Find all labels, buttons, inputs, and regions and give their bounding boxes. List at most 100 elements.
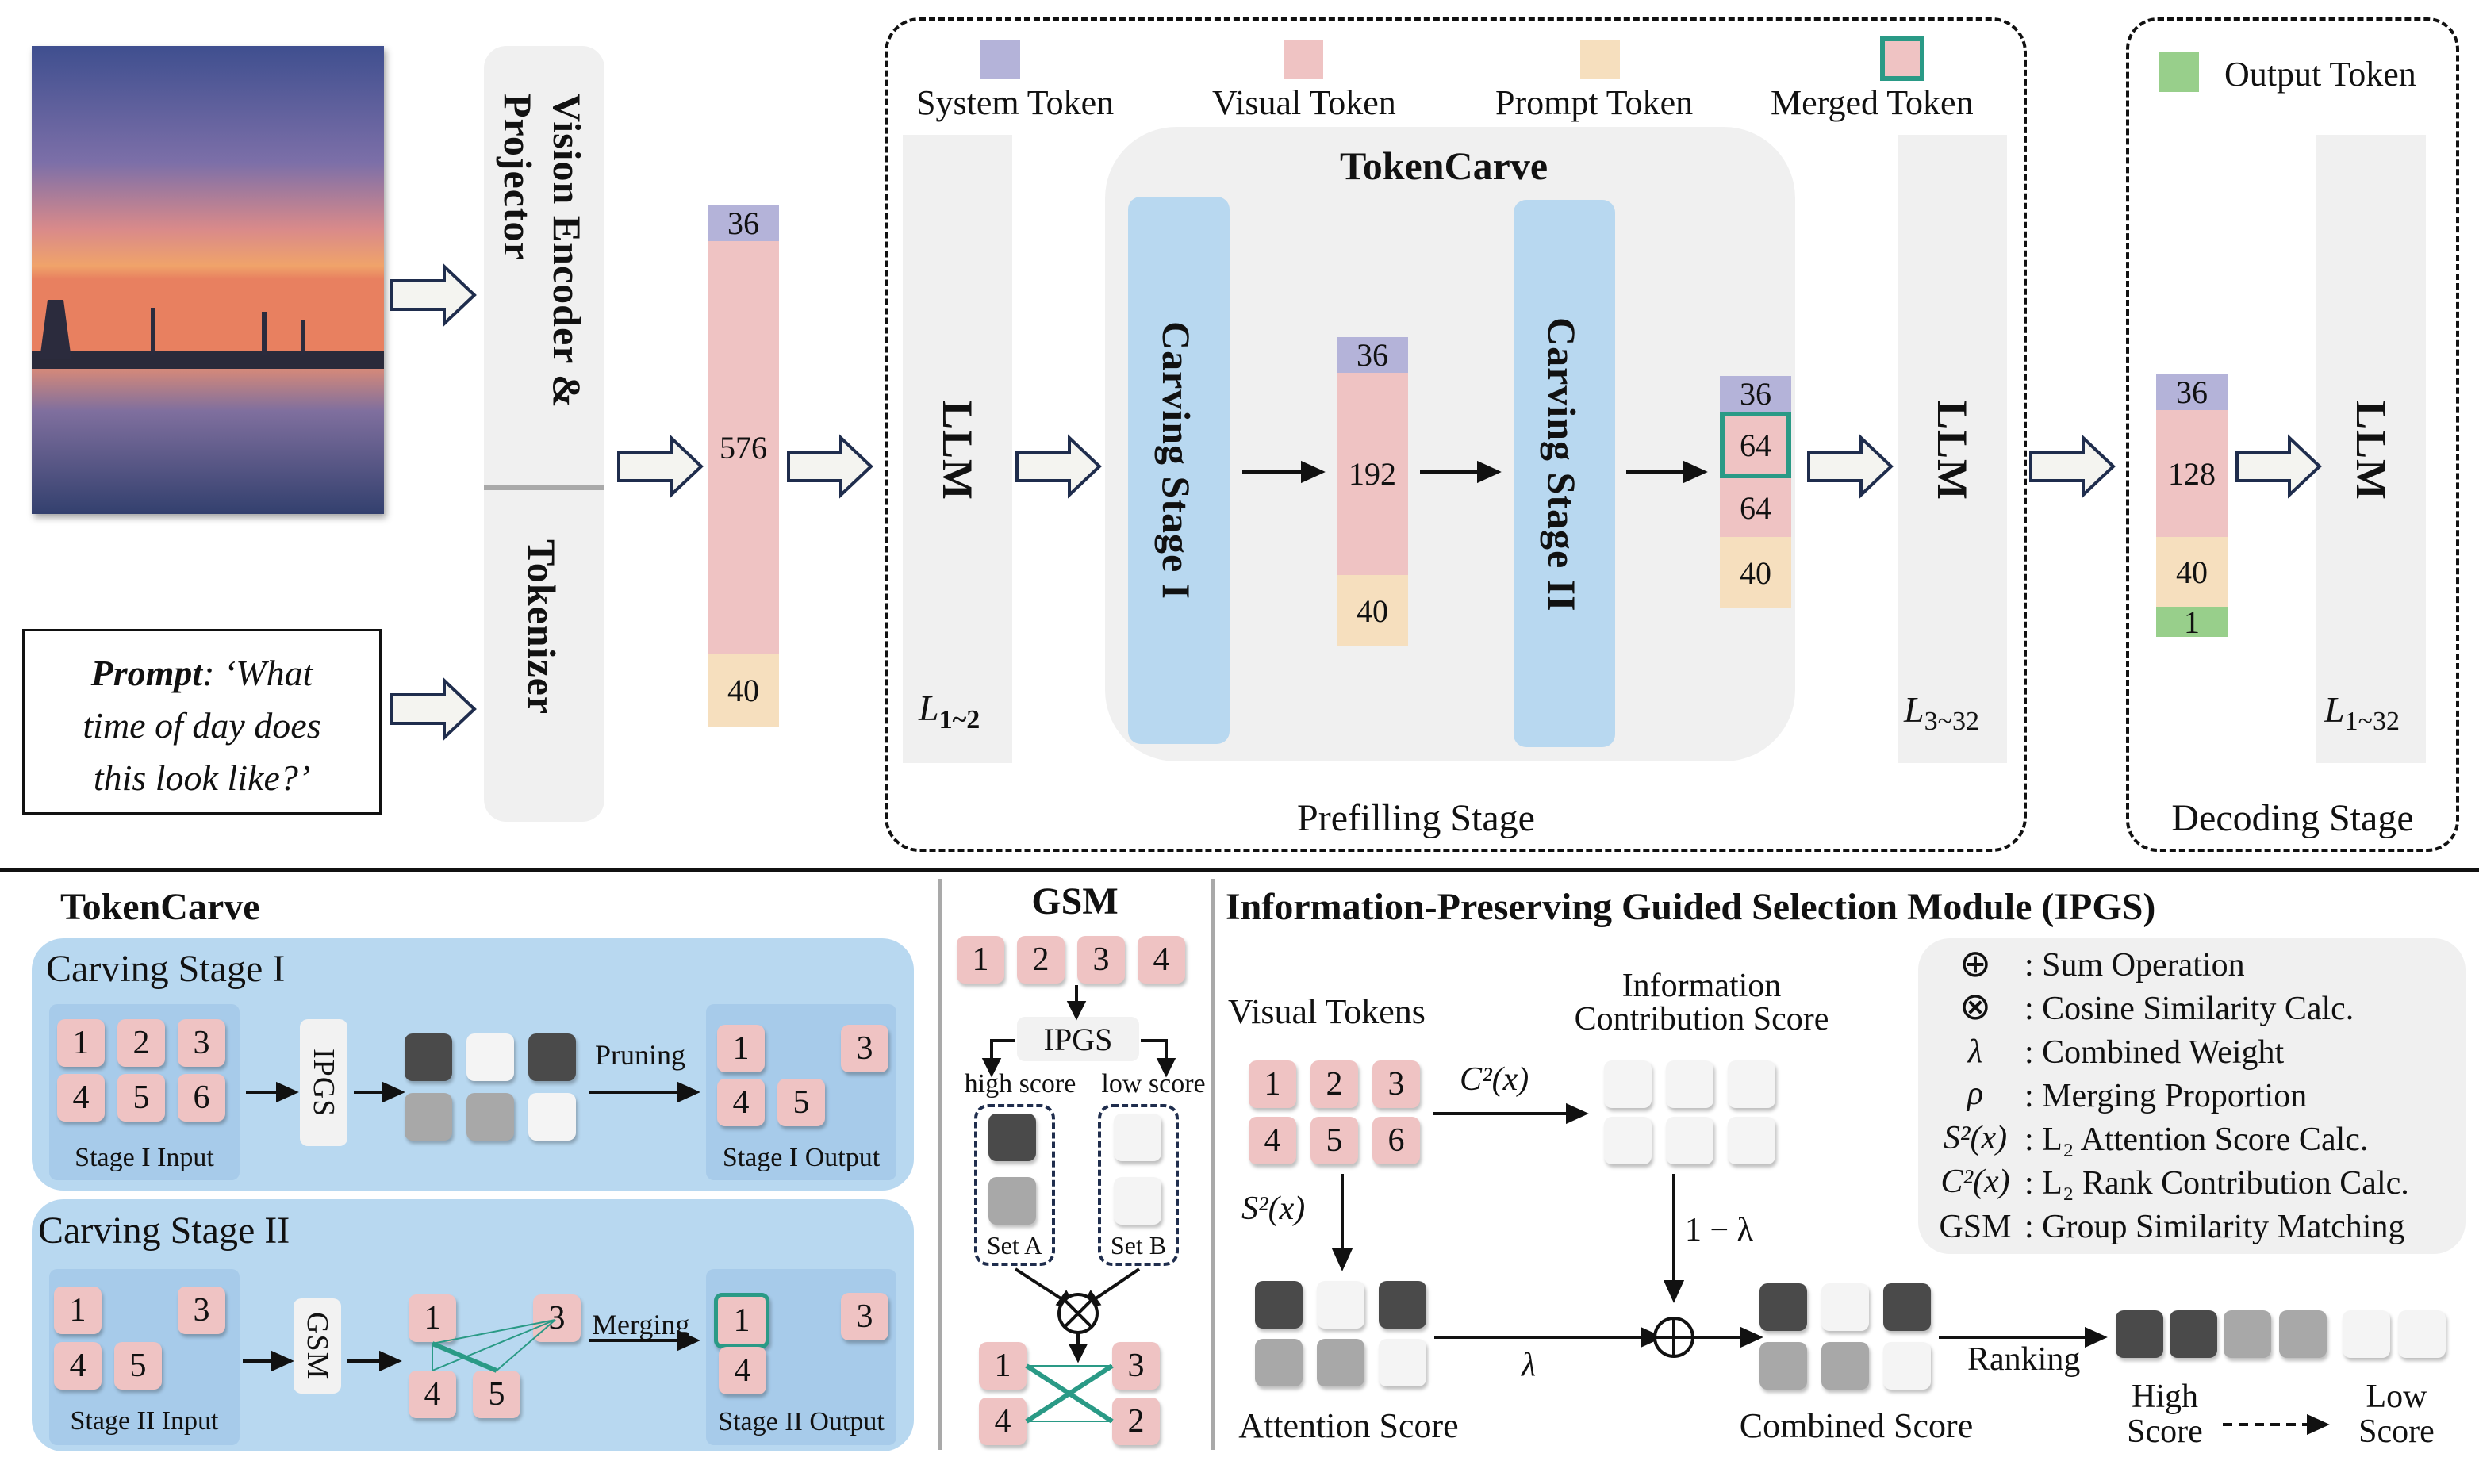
ipgs-token-6: 6: [1372, 1117, 1420, 1164]
stage1-input-label: Stage I Input: [75, 1143, 214, 1172]
s2-out-token-4: 4: [719, 1347, 766, 1394]
stage1-title: Carving Stage I: [46, 948, 286, 990]
gsm-token-3: 3: [1077, 936, 1125, 984]
s2-out-token-1: 1: [714, 1293, 769, 1348]
info-label-2: Contribution Score: [1574, 1001, 1829, 1037]
arrow-llm2-to-decode: [2029, 434, 2116, 499]
legend-prompt-swatch: [1580, 40, 1620, 79]
ranking-label: Ranking: [1967, 1341, 2081, 1378]
llm-layers-2: L3~32: [1904, 689, 1979, 737]
att-sq-5: [1317, 1339, 1364, 1386]
rank-sq-2: [2170, 1310, 2217, 1358]
s2-mid-token-1: 1: [409, 1294, 456, 1342]
lambda-label: λ: [1522, 1347, 1537, 1383]
low-label: Low: [2366, 1379, 2427, 1415]
llm-block-1: [903, 135, 1012, 763]
s2-in-token-5: 5: [114, 1342, 162, 1390]
prompt-line3: this look like?’: [93, 757, 311, 798]
input-system-token: 36: [708, 205, 779, 241]
sunset-photo: [32, 46, 384, 514]
rank-sq-6: [2398, 1310, 2446, 1358]
set-b-box: [1098, 1104, 1179, 1266]
set-a-sq-1: [988, 1114, 1036, 1161]
prefilling-stage-box: [885, 17, 2027, 852]
ipgs-token-3: 3: [1372, 1060, 1420, 1108]
legend-sym-rho: ρ: [1967, 1076, 1984, 1112]
vision-encoder-label: Vision Encoder & Projector: [496, 94, 589, 408]
ipgs-token-1: 1: [1249, 1060, 1296, 1108]
stage1-output-label: Stage I Output: [722, 1143, 881, 1172]
prefilling-stage-label: Prefilling Stage: [1297, 797, 1535, 839]
arrow-carve-to-llm2: [1807, 434, 1894, 499]
s2-in-token-4: 4: [54, 1342, 102, 1390]
s1-in-token-1: 1: [57, 1019, 105, 1067]
top-arrows: [390, 263, 2322, 742]
gsm-divider-right: [1211, 879, 1215, 1450]
merging-label: Merging: [592, 1309, 690, 1340]
carving-stage-2-block: [1514, 200, 1615, 747]
legend-text-lambda: : Combined Weight: [2024, 1034, 2285, 1071]
after-system-token: 36: [1720, 376, 1791, 412]
input-prompt-token: 40: [708, 654, 779, 727]
decode-output-token: 1: [2156, 604, 2228, 640]
legend-system-label: System Token: [916, 83, 1115, 122]
legend-visual-label: Visual Token: [1212, 83, 1396, 122]
s1-in-token-2: 2: [117, 1019, 165, 1067]
ipgs-title: Information-Preserving Guided Selection …: [1226, 886, 2156, 928]
c2x-label: C²(x): [1460, 1061, 1529, 1098]
s1-out-token-1: 1: [717, 1025, 765, 1072]
arrow-llm-to-carve: [1015, 434, 1102, 499]
s1-score-sq-5: [466, 1093, 514, 1141]
arrow-encoder-to-tokens: [617, 434, 704, 499]
rank-sq-5: [2343, 1310, 2390, 1358]
comb-sq-6: [1883, 1342, 1931, 1390]
decoding-stage-box: [2126, 17, 2459, 852]
s1-out-token-5: 5: [777, 1079, 825, 1126]
ipgs-token-5: 5: [1310, 1117, 1358, 1164]
s2-mid-token-5: 5: [473, 1371, 520, 1418]
legend-text-rho: : Merging Proportion: [2024, 1078, 2308, 1114]
info-sq-6: [1728, 1117, 1775, 1164]
gsm-bottom-token-1: 1: [979, 1342, 1027, 1390]
decode-system-token: 36: [2156, 374, 2228, 410]
ipgs-legend-box: [1918, 938, 2466, 1254]
att-sq-4: [1255, 1339, 1303, 1386]
gsm-token-4: 4: [1138, 936, 1185, 984]
ipgs-arrows: [1331, 1102, 2330, 1436]
carving-stage-1-block: [1128, 197, 1230, 744]
prompt-line1: : ‘What: [202, 653, 313, 693]
legend-sym-sum: ⊕: [1959, 943, 1992, 985]
comb-sq-5: [1821, 1342, 1869, 1390]
s1-in-token-3: 3: [178, 1019, 225, 1067]
s1-out-token-3: 3: [841, 1025, 888, 1072]
s2-mid-token-3: 3: [533, 1294, 581, 1342]
llm-layers-3: L1~32: [2324, 689, 2400, 737]
gsm-title: GSM: [1031, 880, 1119, 922]
mid-visual-token: 192: [1337, 373, 1408, 575]
s2-mid-token-4: 4: [409, 1371, 456, 1418]
legend-prompt-label: Prompt Token: [1495, 83, 1694, 122]
legend-sym-gsm: GSM: [1939, 1209, 2012, 1245]
s1-score-sq-6: [528, 1093, 576, 1141]
attention-score-label: Attention Score: [1238, 1406, 1459, 1445]
gsm-arrows: [981, 985, 1176, 1424]
encoder-divider: [484, 485, 604, 490]
gsm-high-score: high score: [964, 1069, 1076, 1099]
legend-text-c2x: : L₂ Rank Contribution Calc.: [2024, 1165, 2409, 1202]
visual-tokens-label: Visual Tokens: [1228, 992, 1426, 1031]
gsm-token-2: 2: [1017, 936, 1065, 984]
rank-sq-4: [2279, 1310, 2327, 1358]
s1-in-token-6: 6: [178, 1074, 225, 1122]
after-merged-token: 64: [1720, 412, 1791, 478]
comb-sq-4: [1759, 1342, 1807, 1390]
gsm-ipgs-chip: IPGS: [1017, 1017, 1139, 1061]
comb-sq-2: [1821, 1283, 1869, 1331]
legend-text-s2x: : L₂ Attention Score Calc.: [2024, 1122, 2369, 1158]
set-b-label: Set B: [1110, 1231, 1167, 1260]
mid-system-token: 36: [1337, 337, 1408, 373]
att-sq-2: [1317, 1281, 1364, 1329]
decoding-stage-label: Decoding Stage: [2171, 797, 2414, 839]
input-visual-token: 576: [708, 241, 779, 654]
low-score-label: Score: [2358, 1413, 2435, 1450]
info-sq-3: [1728, 1060, 1775, 1108]
